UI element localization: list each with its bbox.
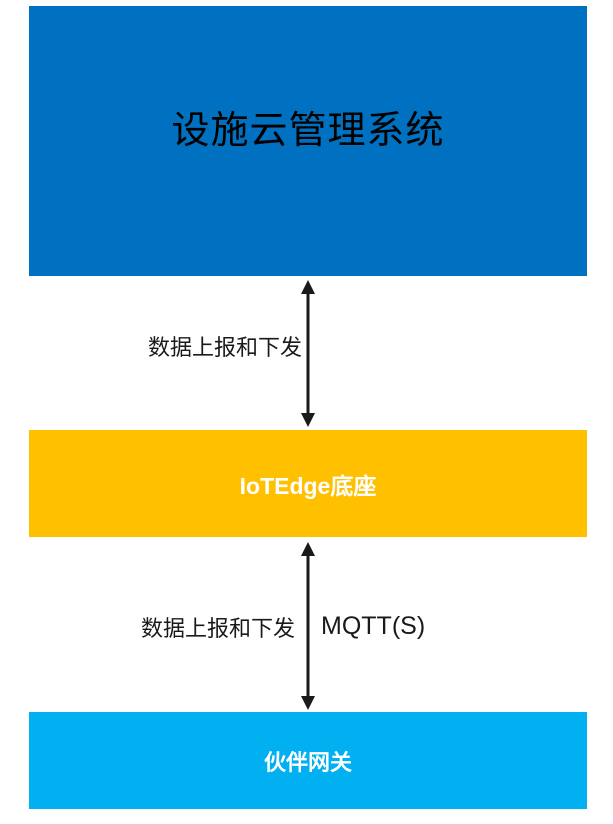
partner-gateway-label: 伙伴网关 [263,749,352,775]
cloud-system-box: 设施云管理系统 [29,6,587,276]
double-arrow-cloud-edge [301,280,315,427]
partner-gateway-box: 伙伴网关 [29,712,587,809]
link-label-cloud-edge: 数据上报和下发 [148,335,303,360]
iotedge-base-box: IoTEdge底座 [29,430,587,537]
arrowhead-up-icon [301,280,315,294]
link-protocol-label: MQTT(S) [321,612,426,640]
arrowhead-up-icon [301,542,315,556]
link-label-edge-gateway: 数据上报和下发 [141,616,296,641]
iotedge-base-label: IoTEdge底座 [239,472,377,499]
double-arrow-edge-gateway [301,542,315,710]
arrowhead-down-icon [301,413,315,427]
cloud-system-label: 设施云管理系统 [171,109,445,152]
arrowhead-down-icon [301,696,315,710]
